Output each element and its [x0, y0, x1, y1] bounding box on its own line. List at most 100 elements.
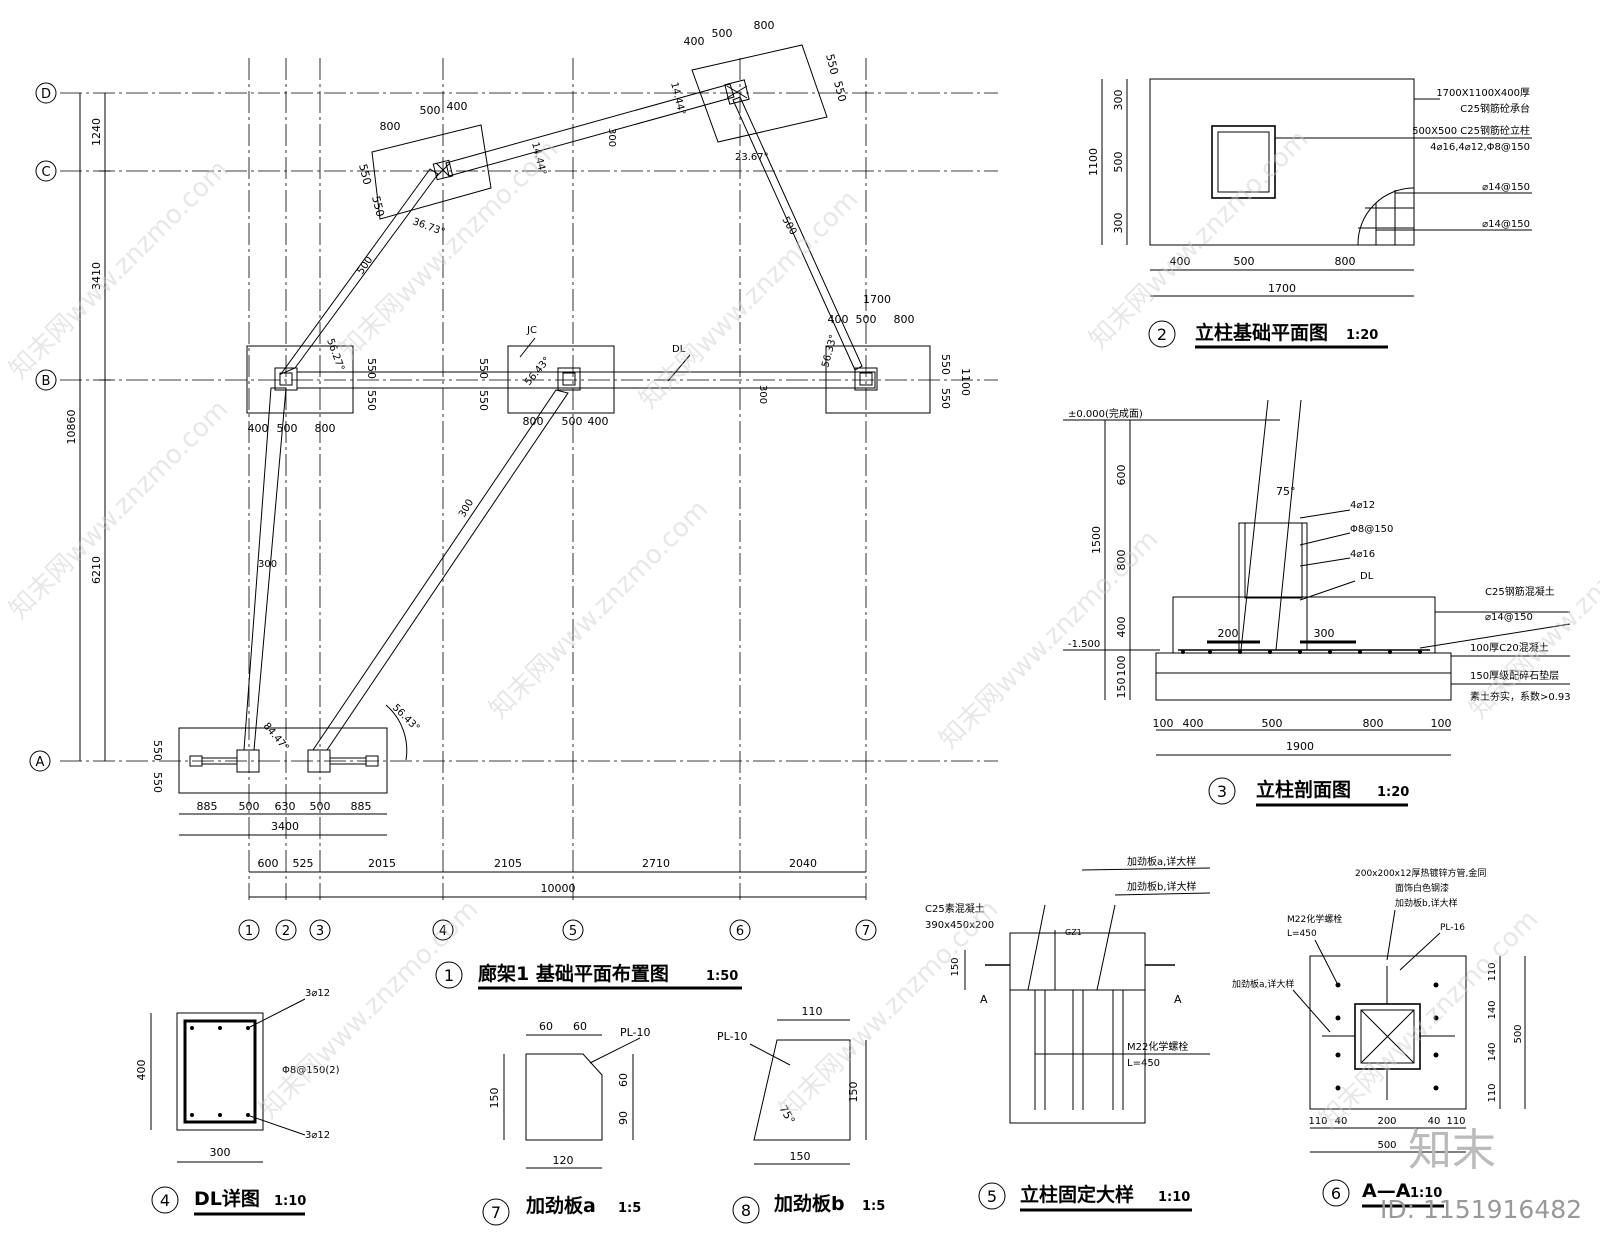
svg-text:300: 300 [1314, 627, 1335, 640]
svg-text:500: 500 [355, 255, 375, 277]
detail-5-column-fixing: A A C25素混凝土 390x450x200 加劲板a,详大样 加劲板b,详大… [925, 855, 1211, 1212]
svg-text:800: 800 [1363, 717, 1384, 730]
svg-text:加劲板a,详大样: 加劲板a,详大样 [1127, 855, 1196, 868]
image-id: ID: 1151916482 [1380, 1195, 1582, 1224]
detail-7-stiffener-a: 60 60 PL-10 60 90 150 120 7 加劲板a 1:5 [482, 1020, 651, 1226]
footing-C: 800 500 400 550 550 [356, 100, 492, 220]
svg-text:500: 500 [277, 422, 298, 435]
svg-text:3410: 3410 [90, 262, 103, 290]
svg-text:DL: DL [672, 344, 686, 355]
svg-text:立柱基础平面图: 立柱基础平面图 [1195, 321, 1328, 344]
svg-text:知末网www.znzmo.com: 知末网www.znzmo.com [1314, 904, 1545, 1135]
detail-2-column-footing-plan: 1700X1100X400厚 C25钢筋砼承台 500X500 C25钢筋砼立柱… [1087, 78, 1532, 349]
svg-text:800: 800 [380, 120, 401, 133]
svg-text:300: 300 [757, 385, 768, 404]
svg-text:300: 300 [210, 1146, 231, 1159]
svg-text:8: 8 [741, 1201, 751, 1220]
svg-text:500: 500 [239, 800, 260, 813]
svg-text:5: 5 [569, 924, 577, 939]
svg-text:40: 40 [1428, 1116, 1441, 1127]
detail-4-dl-section: 3⌀12 Φ8@150(2) 3⌀12 400 300 4 DL详图 1:10 [135, 988, 340, 1216]
svg-text:1240: 1240 [90, 118, 103, 146]
svg-text:4⌀16,4⌀12,Φ8@150: 4⌀16,4⌀12,Φ8@150 [1430, 142, 1530, 153]
svg-text:90: 90 [617, 1111, 630, 1125]
axis-bubble-D: D [35, 82, 57, 104]
svg-text:400: 400 [248, 422, 269, 435]
svg-text:885: 885 [351, 800, 372, 813]
svg-text:400: 400 [447, 100, 468, 113]
svg-text:知末网www.znzmo.com: 知末网www.znzmo.com [1464, 494, 1600, 725]
svg-text:150厚级配碎石垫层: 150厚级配碎石垫层 [1470, 669, 1559, 682]
svg-text:廊架1 基础平面布置图: 廊架1 基础平面布置图 [478, 962, 669, 985]
svg-text:知末网www.znzmo.com: 知末网www.znzmo.com [4, 154, 235, 385]
svg-text:600: 600 [1115, 465, 1128, 486]
svg-text:知末网www.znzmo.com: 知末网www.znzmo.com [4, 394, 235, 625]
svg-text:1:50: 1:50 [706, 969, 738, 984]
svg-text:100: 100 [1115, 656, 1128, 677]
axis-bubble-3: 3 [309, 919, 331, 941]
svg-text:300: 300 [1112, 213, 1125, 234]
svg-text:400: 400 [135, 1060, 148, 1081]
svg-text:550: 550 [151, 772, 164, 793]
svg-text:1500: 1500 [1090, 526, 1103, 554]
svg-text:500: 500 [856, 313, 877, 326]
svg-text:400: 400 [828, 313, 849, 326]
svg-text:630: 630 [275, 800, 296, 813]
svg-text:2: 2 [1157, 325, 1167, 344]
svg-text:3⌀12: 3⌀12 [305, 988, 330, 999]
detail-3-column-section: 75° 200 300 ±0.000(完成面) -1.500 4⌀12 Φ8@1… [1063, 399, 1571, 807]
svg-text:1:20: 1:20 [1377, 785, 1409, 800]
svg-text:400: 400 [588, 415, 609, 428]
svg-text:110: 110 [1446, 1116, 1465, 1127]
svg-text:7: 7 [491, 1203, 501, 1222]
svg-text:3⌀12: 3⌀12 [305, 1130, 330, 1141]
svg-text:L=450: L=450 [1127, 1058, 1160, 1069]
svg-text:M22化学螺栓: M22化学螺栓 [1287, 913, 1342, 925]
watermark-layer: 知末网www.znzmo.com 知末网www.znzmo.com 知末网www… [4, 124, 1600, 1135]
svg-text:1:5: 1:5 [618, 1201, 641, 1216]
svg-text:1:20: 1:20 [1346, 328, 1378, 343]
svg-text:300: 300 [457, 497, 476, 519]
svg-text:4⌀12: 4⌀12 [1350, 500, 1375, 511]
svg-text:390x450x200: 390x450x200 [925, 920, 994, 931]
svg-text:2105: 2105 [494, 857, 522, 870]
svg-text:500: 500 [1112, 152, 1125, 173]
svg-text:400: 400 [1170, 255, 1191, 268]
svg-text:200x200x12厚热镀锌方管,金同: 200x200x12厚热镀锌方管,金同 [1355, 867, 1486, 879]
detail-8-stiffener-b: 110 PL-10 150 150 75° 8 加劲板b 1:5 [717, 1005, 885, 1224]
svg-text:110: 110 [1487, 962, 1498, 981]
plan-title: 1 廊架1 基础平面布置图 1:50 [435, 961, 742, 990]
svg-text:A: A [1174, 993, 1182, 1006]
svg-text:550: 550 [939, 354, 952, 375]
svg-text:GZ1: GZ1 [1065, 928, 1082, 937]
rebar-dots [1181, 650, 1422, 654]
svg-text:1900: 1900 [1286, 740, 1314, 753]
svg-text:140: 140 [1487, 1042, 1498, 1061]
svg-text:100厚C20混凝土: 100厚C20混凝土 [1470, 641, 1549, 654]
axis-bubble-A: A [29, 750, 51, 772]
svg-text:885: 885 [197, 800, 218, 813]
svg-text:56.43°: 56.43° [390, 702, 422, 734]
svg-text:1:10: 1:10 [274, 1194, 306, 1209]
svg-text:1:5: 1:5 [862, 1199, 885, 1214]
svg-text:600: 600 [258, 857, 279, 870]
svg-text:4: 4 [439, 924, 447, 939]
svg-text:14.44°: 14.44° [668, 81, 687, 116]
svg-text:550: 550 [823, 53, 841, 77]
svg-text:4⌀16: 4⌀16 [1350, 549, 1375, 560]
svg-text:10860: 10860 [65, 410, 78, 445]
svg-text:C25钢筋砼承台: C25钢筋砼承台 [1460, 102, 1530, 115]
svg-text:A: A [36, 755, 45, 770]
svg-text:550: 550 [939, 388, 952, 409]
axis-bubble-4: 4 [432, 919, 454, 941]
svg-text:400: 400 [1115, 617, 1128, 638]
svg-text:800: 800 [1335, 255, 1356, 268]
svg-text:60: 60 [617, 1073, 630, 1087]
svg-text:1100: 1100 [1087, 148, 1100, 176]
svg-text:800: 800 [894, 313, 915, 326]
svg-text:1: 1 [245, 924, 253, 939]
svg-text:4: 4 [160, 1191, 170, 1210]
svg-text:75°: 75° [1276, 485, 1296, 498]
svg-text:300: 300 [258, 559, 277, 570]
plan-bottom-dimensions: 885 500 630 500 885 3400 600 525 2015 21… [179, 800, 866, 898]
